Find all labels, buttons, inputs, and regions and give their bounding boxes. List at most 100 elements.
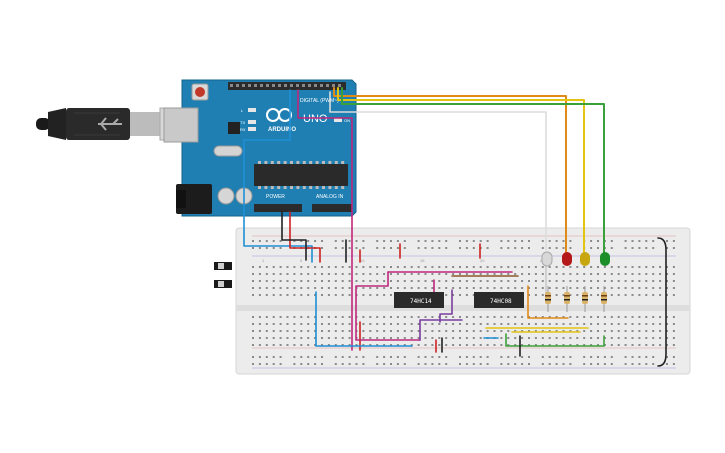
breadboard-hole[interactable] [507,266,510,268]
breadboard-hole[interactable] [424,247,427,249]
breadboard-hole[interactable] [438,280,441,282]
breadboard-hole[interactable] [348,316,351,318]
breadboard-hole[interactable] [334,273,337,275]
breadboard-hole[interactable] [521,337,524,339]
breadboard-hole[interactable] [272,294,275,296]
breadboard-hole[interactable] [396,247,399,249]
breadboard-hole[interactable] [438,344,441,346]
breadboard-hole[interactable] [424,280,427,282]
breadboard-hole[interactable] [486,363,489,365]
breadboard-hole[interactable] [645,266,648,268]
breadboard-hole[interactable] [452,280,455,282]
breadboard-hole[interactable] [369,330,372,332]
breadboard-hole[interactable] [624,323,627,325]
breadboard-hole[interactable] [348,280,351,282]
breadboard-hole[interactable] [307,356,310,358]
breadboard-hole[interactable] [555,273,558,275]
breadboard-hole[interactable] [597,287,599,289]
breadboard-hole[interactable] [603,337,606,339]
breadboard-hole[interactable] [507,240,510,242]
breadboard-hole[interactable] [479,356,482,358]
breadboard-hole[interactable] [403,240,406,242]
breadboard-hole[interactable] [327,344,330,346]
breadboard-hole[interactable] [396,280,399,282]
breadboard-hole[interactable] [528,240,530,242]
breadboard-hole[interactable] [383,363,386,365]
header-pin[interactable] [320,84,323,87]
breadboard-hole[interactable] [348,323,351,325]
breadboard-hole[interactable] [659,266,662,268]
breadboard-hole[interactable] [659,287,662,289]
breadboard-hole[interactable] [396,240,399,242]
breadboard-hole[interactable] [652,323,655,325]
header-pin[interactable] [332,84,335,87]
breadboard-hole[interactable] [327,316,330,318]
breadboard-hole[interactable] [672,273,675,275]
breadboard-hole[interactable] [265,344,268,346]
breadboard-hole[interactable] [576,323,579,325]
breadboard-hole[interactable] [548,356,551,358]
breadboard-hole[interactable] [314,240,317,242]
breadboard-hole[interactable] [417,363,420,365]
breadboard-hole[interactable] [258,316,261,318]
header-pin[interactable] [326,84,329,87]
breadboard-hole[interactable] [293,266,296,268]
breadboard-hole[interactable] [555,337,558,339]
breadboard-hole[interactable] [307,287,310,289]
breadboard-hole[interactable] [279,247,282,249]
breadboard-hole[interactable] [638,330,641,332]
breadboard-hole[interactable] [314,316,317,318]
breadboard-hole[interactable] [555,316,558,318]
breadboard-hole[interactable] [293,356,296,358]
breadboard-hole[interactable] [597,344,599,346]
breadboard-hole[interactable] [541,273,544,275]
breadboard-hole[interactable] [258,323,261,325]
breadboard-hole[interactable] [493,273,496,275]
breadboard-hole[interactable] [348,337,351,339]
breadboard-hole[interactable] [258,356,261,358]
breadboard-hole[interactable] [590,294,593,296]
breadboard-hole[interactable] [252,330,254,332]
breadboard-hole[interactable] [327,266,330,268]
breadboard-hole[interactable] [390,330,392,332]
breadboard-hole[interactable] [610,344,613,346]
breadboard-hole[interactable] [293,240,296,242]
breadboard-hole[interactable] [452,294,455,296]
breadboard-hole[interactable] [258,337,261,339]
breadboard-hole[interactable] [569,240,572,242]
breadboard-hole[interactable] [272,323,275,325]
breadboard-hole[interactable] [562,316,565,318]
breadboard-hole[interactable] [431,280,434,282]
breadboard-hole[interactable] [562,363,565,365]
breadboard-hole[interactable] [541,280,544,282]
breadboard-hole[interactable] [521,344,524,346]
breadboard-hole[interactable] [534,323,537,325]
breadboard-hole[interactable] [507,280,510,282]
breadboard-hole[interactable] [603,330,606,332]
breadboard-hole[interactable] [479,316,482,318]
breadboard-hole[interactable] [424,316,427,318]
breadboard-hole[interactable] [438,287,441,289]
breadboard-hole[interactable] [603,356,606,358]
breadboard-hole[interactable] [521,363,524,365]
breadboard-hole[interactable] [617,323,620,325]
breadboard-hole[interactable] [672,337,675,339]
breadboard-hole[interactable] [465,356,468,358]
breadboard-hole[interactable] [514,363,517,365]
breadboard-hole[interactable] [307,330,310,332]
breadboard-hole[interactable] [376,337,379,339]
breadboard-hole[interactable] [314,337,317,339]
breadboard-hole[interactable] [631,294,634,296]
breadboard-hole[interactable] [286,266,289,268]
breadboard-hole[interactable] [528,356,530,358]
breadboard-hole[interactable] [590,280,593,282]
breadboard-hole[interactable] [410,273,413,275]
breadboard-hole[interactable] [500,363,503,365]
breadboard-hole[interactable] [403,323,406,325]
breadboard-hole[interactable] [376,323,379,325]
breadboard-hole[interactable] [610,280,613,282]
breadboard-hole[interactable] [396,363,399,365]
breadboard-hole[interactable] [548,330,551,332]
breadboard-hole[interactable] [638,294,641,296]
header-pin[interactable] [248,84,251,87]
